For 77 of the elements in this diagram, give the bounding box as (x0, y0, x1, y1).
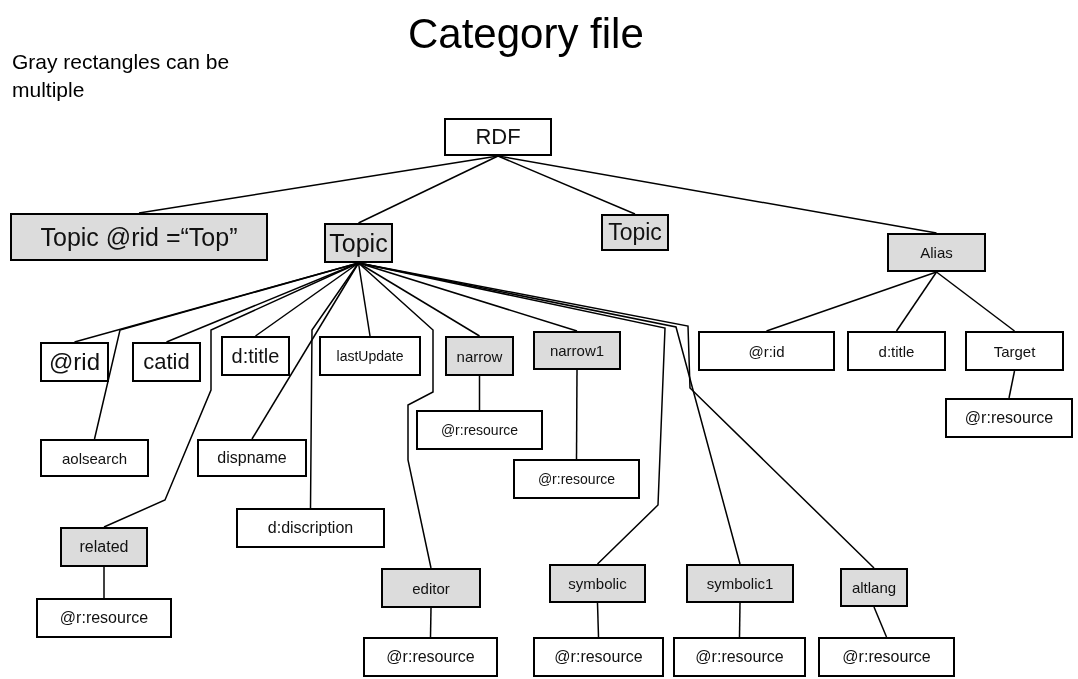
element-box (40, 342, 109, 382)
element-box (818, 637, 955, 677)
connector-line (429, 607, 432, 638)
connector-line (873, 606, 888, 638)
connector-line (935, 271, 1016, 332)
repeatable-element-box (445, 336, 514, 376)
element-name: d:title (878, 342, 915, 360)
element-name: catid (143, 349, 190, 375)
repeatable-element-box (887, 233, 986, 272)
element-name: narrow (456, 347, 503, 365)
connector-line (357, 262, 371, 337)
element-name: dispname (217, 449, 287, 467)
element-box (36, 598, 172, 638)
element-box (221, 336, 290, 376)
connector-line (596, 602, 600, 638)
element-box (847, 331, 946, 371)
element-box (513, 459, 640, 499)
element-name: @r:resource (842, 648, 931, 666)
connector-line (309, 262, 360, 509)
element-name: @r:resource (386, 648, 475, 666)
element-box (197, 439, 307, 477)
element-name: @r:resource (695, 648, 784, 666)
element-name: Target (993, 342, 1036, 360)
element-name: @r:resource (554, 648, 643, 666)
connector-line (1008, 370, 1016, 399)
element-name: d:discription (267, 519, 354, 537)
element-name: @r:resource (537, 471, 616, 487)
note-text: Gray rectangles can be multiple (12, 49, 231, 103)
element-name: d:title (231, 344, 280, 368)
element-name: Topic @rid =“Top” (40, 222, 238, 252)
element-name: symbolic (568, 575, 627, 592)
connector-line (357, 262, 434, 569)
element-name: @rid (48, 348, 100, 376)
element-box (945, 398, 1073, 438)
element-name: symbolic1 (706, 575, 774, 592)
connector-line (575, 369, 578, 460)
connector-line (738, 602, 741, 638)
element-name: aolsearch (61, 449, 127, 467)
connector-line (497, 155, 636, 215)
element-name: editor (412, 579, 450, 597)
element-box (533, 637, 664, 677)
connector-line (765, 271, 938, 332)
connector-line (103, 566, 105, 599)
element-box (965, 331, 1064, 371)
repeatable-element-box (686, 564, 794, 603)
element-box (363, 637, 498, 677)
repeatable-element-box (601, 214, 669, 251)
element-box (416, 410, 543, 450)
repeatable-element-box (840, 568, 908, 607)
element-name: @r:resource (440, 422, 519, 438)
connector-line (478, 375, 481, 411)
element-name: related (79, 538, 129, 556)
element-name: Alias (920, 244, 953, 261)
element-box (698, 331, 835, 371)
connector-line (895, 271, 938, 332)
element-name: altlang (851, 579, 897, 596)
element-box (319, 336, 421, 376)
connector-line (357, 155, 499, 224)
element-name: @r:resource (59, 609, 149, 627)
element-name: RDF (475, 124, 521, 150)
element-box (40, 439, 149, 477)
element-name: narrow1 (549, 342, 605, 359)
element-name: @r:resource (964, 409, 1054, 427)
element-name: @r:id (748, 342, 785, 360)
element-name: Topic (608, 219, 662, 246)
repeatable-element-box (60, 527, 148, 567)
repeatable-element-box (381, 568, 481, 608)
element-box (132, 342, 201, 382)
element-box (673, 637, 806, 677)
repeatable-element-box (533, 331, 621, 370)
element-name: Topic (329, 228, 388, 258)
element-box (236, 508, 385, 548)
element-box (444, 118, 552, 156)
repeatable-element-box (10, 213, 268, 261)
element-name: lastUpdate (336, 348, 404, 364)
repeatable-element-box (549, 564, 646, 603)
diagram-title: Category file (408, 10, 644, 58)
